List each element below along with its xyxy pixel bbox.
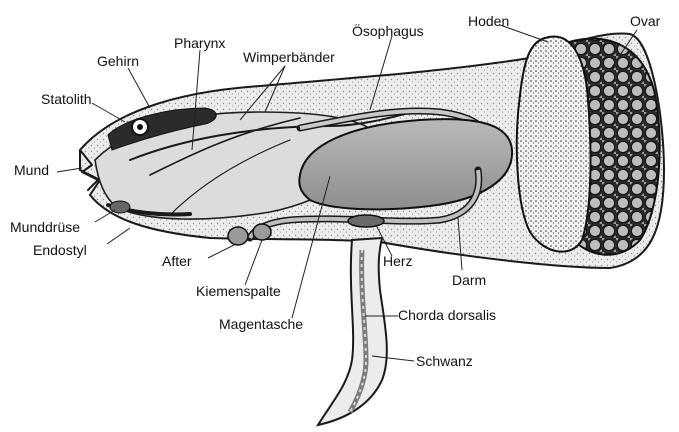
label-statolith: Statolith bbox=[41, 91, 92, 107]
statolith-core bbox=[137, 124, 143, 130]
label-herz: Herz bbox=[383, 253, 413, 269]
testis-shape bbox=[517, 37, 591, 252]
label-pharynx: Pharynx bbox=[174, 35, 225, 51]
label-magentasche: Magentasche bbox=[219, 316, 303, 332]
gill-slit-1 bbox=[228, 227, 248, 245]
label-mund: Mund bbox=[14, 162, 49, 178]
label-ovar: Ovar bbox=[630, 13, 661, 29]
label-kiemenspalte: Kiemenspalte bbox=[196, 283, 281, 299]
label-endostyl: Endostyl bbox=[33, 242, 87, 258]
label-schwanz: Schwanz bbox=[416, 353, 473, 369]
gill-slit-2 bbox=[253, 224, 271, 240]
label-chorda: Chorda dorsalis bbox=[398, 307, 496, 323]
label-darm: Darm bbox=[452, 272, 486, 288]
label-after: After bbox=[162, 253, 192, 269]
tail-shape bbox=[318, 238, 387, 425]
label-oesophagus: Ösophagus bbox=[352, 22, 424, 39]
label-gehirn: Gehirn bbox=[97, 53, 139, 69]
label-munddruese: Munddrüse bbox=[10, 219, 80, 235]
label-hoden: Hoden bbox=[468, 13, 509, 29]
heart-shape bbox=[348, 215, 384, 227]
label-wimperbaender: Wimperbänder bbox=[243, 49, 335, 65]
